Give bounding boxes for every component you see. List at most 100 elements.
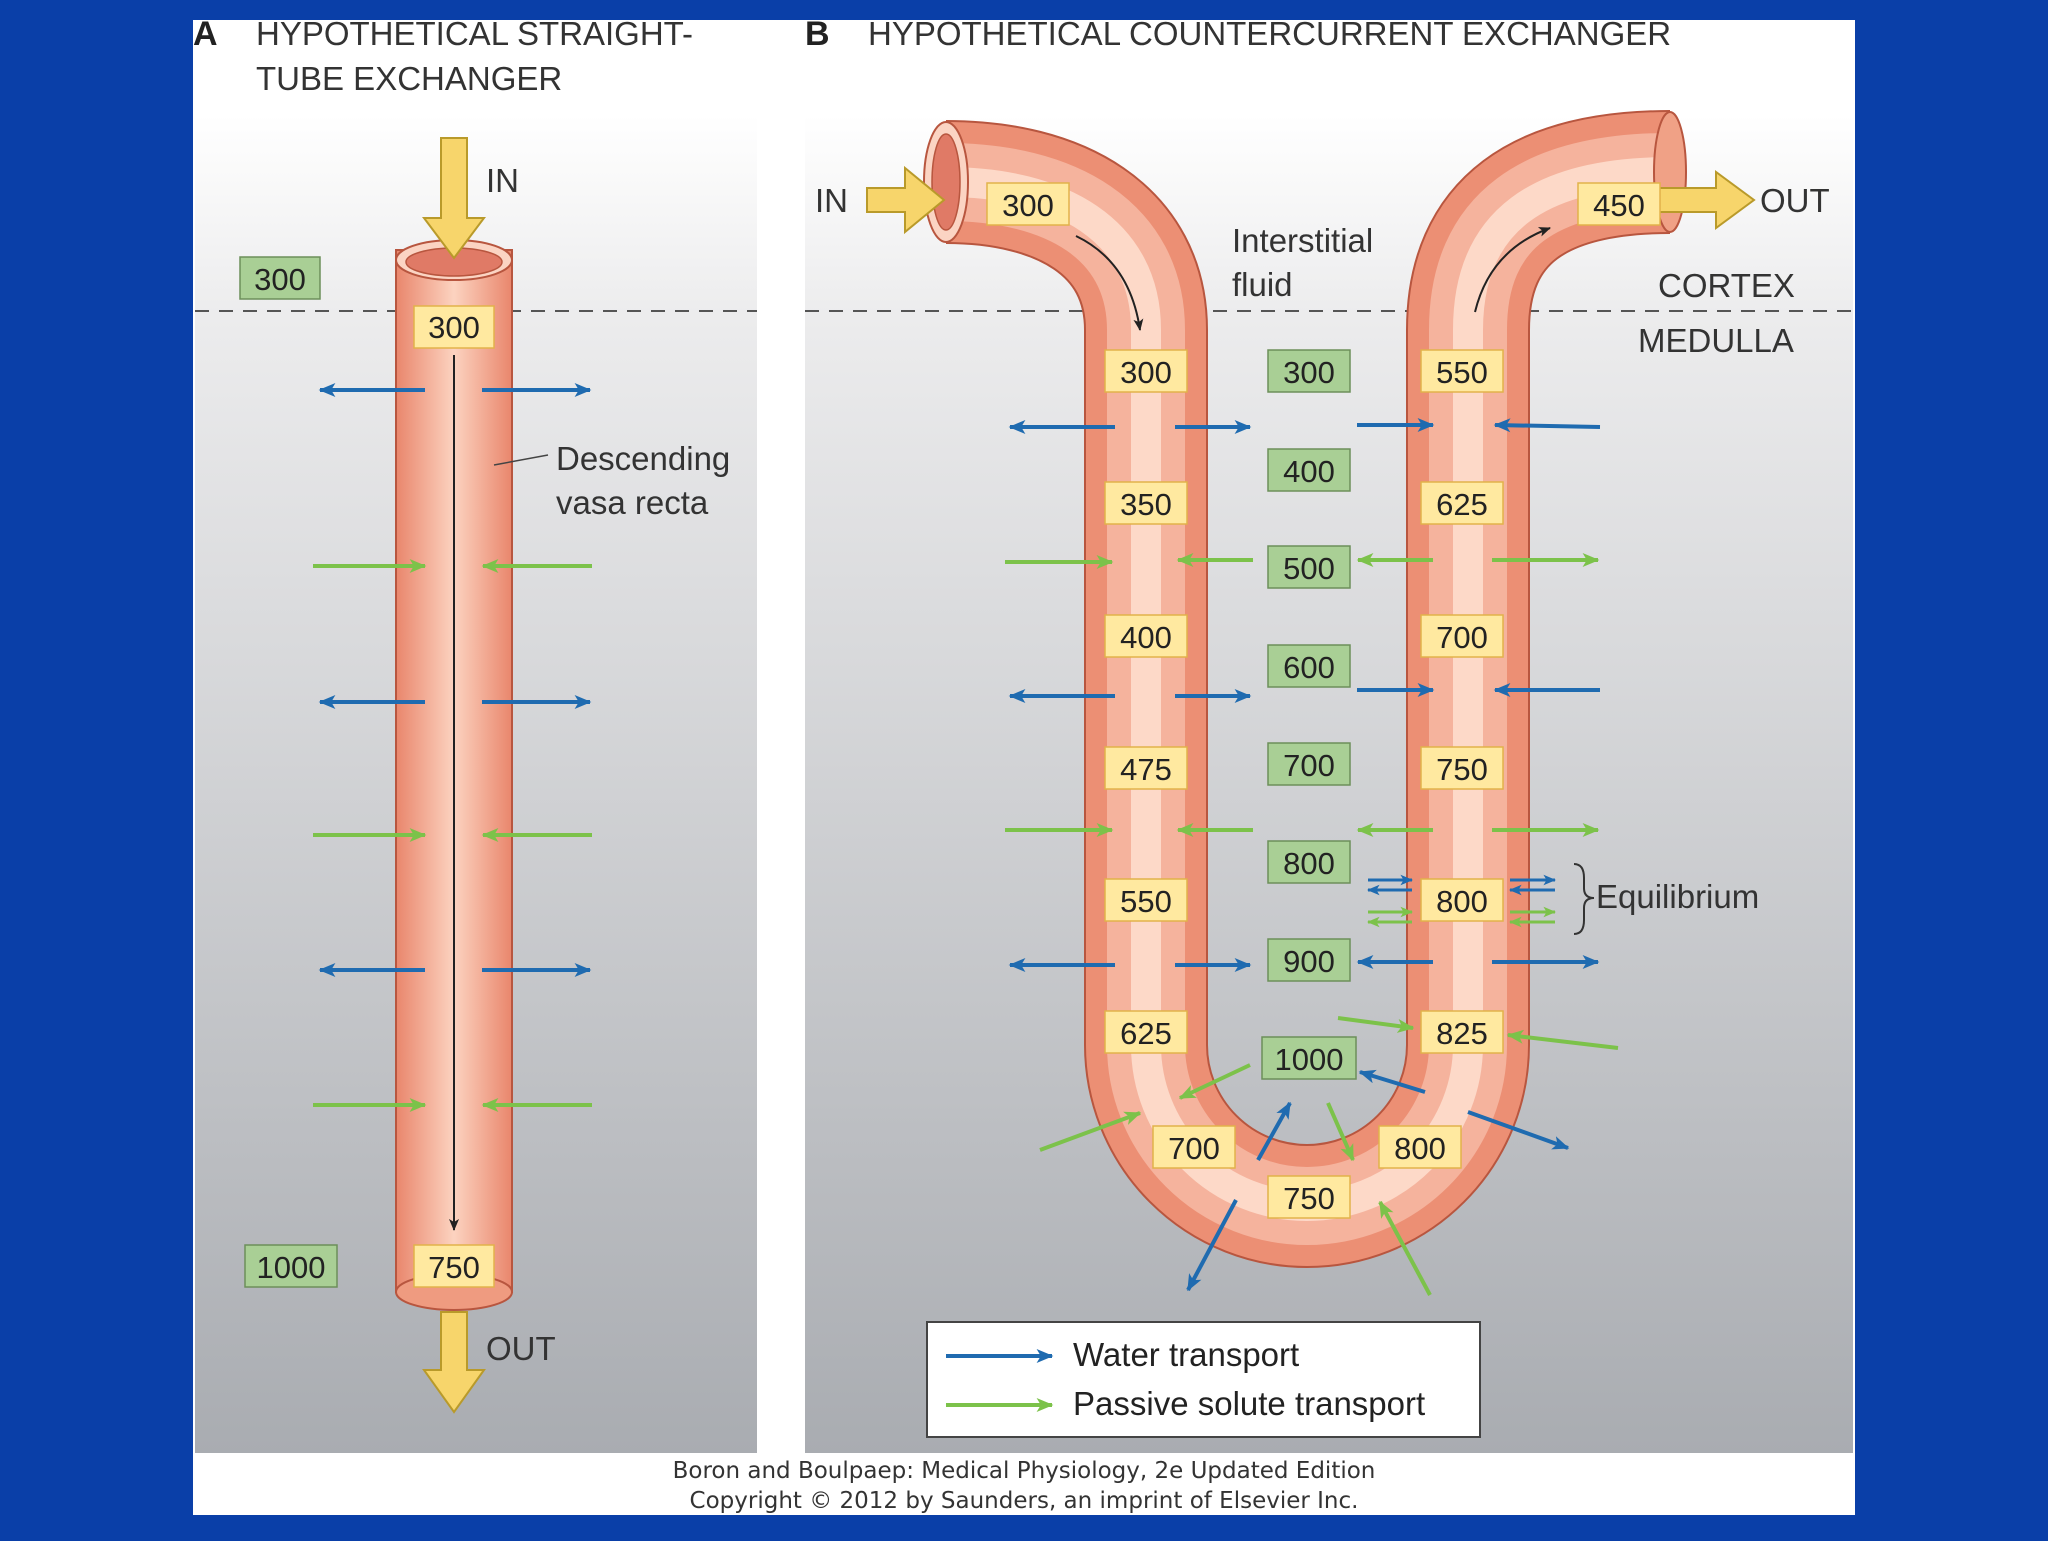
interstitial-value-a-top: 300 <box>254 262 306 297</box>
ascending-box <box>1420 349 1504 393</box>
interstitial-box <box>1267 545 1351 589</box>
interstitial-box-a-top <box>239 256 321 300</box>
interstitial-value: 900 <box>1283 944 1335 979</box>
out-label-b: OUT <box>1760 182 1830 219</box>
interstitial-box <box>1267 349 1351 393</box>
ascending-box <box>1420 746 1504 790</box>
solute-arrow <box>1326 1102 1355 1162</box>
descending-value: 400 <box>1120 620 1172 655</box>
bend-box <box>1267 1175 1351 1219</box>
interstitial-value: 500 <box>1283 551 1335 586</box>
bend-value: 800 <box>1394 1131 1446 1166</box>
tube-box-a-bottom <box>413 1244 495 1288</box>
ascending-box <box>1420 1010 1504 1054</box>
panel-b-letter: B <box>805 15 830 53</box>
ascending-limb-values: 450 550 625 700 750 800 825 <box>1420 182 1661 1054</box>
descending-value: 300 <box>1002 188 1054 223</box>
bend-value: 750 <box>1283 1181 1335 1216</box>
descending-value: 350 <box>1120 487 1172 522</box>
out-arrow-a <box>422 1311 486 1414</box>
interstitial-value: 600 <box>1283 650 1335 685</box>
in-arrow-a <box>422 137 486 260</box>
legend: Water transport Passive solute transport <box>926 1321 1481 1438</box>
legend-solute-label: Passive solute transport <box>1073 1385 1425 1422</box>
tube-value-a-bottom: 750 <box>428 1250 480 1285</box>
interstitial-box <box>1267 938 1351 982</box>
out-label-a: OUT <box>486 1330 556 1367</box>
panel-a-title-line1: HYPOTHETICAL STRAIGHT- <box>256 15 693 52</box>
ascending-value: 450 <box>1593 188 1645 223</box>
panel-b-title: HYPOTHETICAL COUNTERCURRENT EXCHANGER <box>868 15 1671 52</box>
panel-a-letter: A <box>193 15 218 53</box>
water-arrow <box>1358 1069 1426 1094</box>
panel-a-title-line2: TUBE EXCHANGER <box>256 60 562 97</box>
bend-values: 700 750 800 <box>1152 1125 1462 1219</box>
medulla-label: MEDULLA <box>1638 322 1794 359</box>
ascending-value: 800 <box>1436 884 1488 919</box>
water-arrow <box>1186 1199 1238 1292</box>
descending-box <box>1104 878 1188 922</box>
equilibrium-label: Equilibrium <box>1596 878 1759 915</box>
ascending-value: 825 <box>1436 1016 1488 1051</box>
interstitial-value: 400 <box>1283 454 1335 489</box>
bend-box <box>1378 1125 1462 1169</box>
water-arrow <box>1467 1110 1570 1150</box>
interstitial-box <box>1267 448 1351 492</box>
legend-box <box>926 1321 1481 1438</box>
descending-value: 475 <box>1120 752 1172 787</box>
interstitial-label-line1: Interstitial <box>1232 222 1373 259</box>
in-label-b: IN <box>815 182 848 219</box>
in-label-a: IN <box>486 162 519 199</box>
descending-value: 550 <box>1120 884 1172 919</box>
solute-arrow <box>1337 1016 1415 1033</box>
ascending-box <box>1577 182 1661 226</box>
descending-value: 625 <box>1120 1016 1172 1051</box>
panel-a-transport-arrows <box>313 383 592 1112</box>
solute-arrow <box>1506 1029 1619 1050</box>
solute-arrow <box>1178 1063 1251 1100</box>
out-arrow-b <box>1657 170 1756 230</box>
descending-box <box>1104 1010 1188 1054</box>
descending-box <box>1104 746 1188 790</box>
credit-line1: Boron and Boulpaep: Medical Physiology, … <box>673 1458 1376 1484</box>
in-arrow-b <box>866 165 946 235</box>
legend-water-label: Water transport <box>1073 1336 1299 1373</box>
interstitial-values: 300 400 500 600 700 800 900 1000 <box>1261 349 1357 1080</box>
panel-b-transport-arrows <box>1005 418 1619 1296</box>
equilibrium-bracket <box>1573 863 1595 935</box>
interstitial-value: 800 <box>1283 846 1335 881</box>
tube-box-a-top <box>413 305 495 349</box>
interstitial-box-a-bottom <box>244 1244 338 1288</box>
ascending-box <box>1420 878 1504 922</box>
credit-line2: Copyright © 2012 by Saunders, an imprint… <box>690 1488 1359 1514</box>
vessel-label-line2: vasa recta <box>556 484 709 521</box>
descending-box <box>1104 614 1188 658</box>
ascending-value: 550 <box>1436 355 1488 390</box>
water-arrow <box>1256 1101 1292 1161</box>
descending-value: 300 <box>1120 355 1172 390</box>
vessel-label-leader <box>493 454 549 466</box>
interstitial-value: 300 <box>1283 355 1335 390</box>
interstitial-box <box>1261 1036 1357 1080</box>
interstitial-value: 700 <box>1283 748 1335 783</box>
interstitial-box <box>1267 742 1351 786</box>
descending-box <box>1104 349 1188 393</box>
ascending-box <box>1420 481 1504 525</box>
flow-arrow-ascending <box>1474 227 1551 313</box>
ascending-box <box>1420 614 1504 658</box>
interstitial-box <box>1267 644 1351 688</box>
descending-box <box>986 182 1070 226</box>
cortex-label: CORTEX <box>1658 267 1795 304</box>
ascending-value: 700 <box>1436 620 1488 655</box>
ascending-value: 625 <box>1436 487 1488 522</box>
bend-box <box>1152 1125 1236 1169</box>
solute-arrow <box>1378 1200 1432 1296</box>
water-arrow <box>1493 418 1601 433</box>
descending-box <box>1104 481 1188 525</box>
tube-value-a-top: 300 <box>428 310 480 345</box>
interstitial-label-line2: fluid <box>1232 266 1293 303</box>
descending-limb-values: 300 300 350 400 475 550 625 <box>986 182 1188 1054</box>
interstitial-value: 1000 <box>1275 1042 1344 1077</box>
